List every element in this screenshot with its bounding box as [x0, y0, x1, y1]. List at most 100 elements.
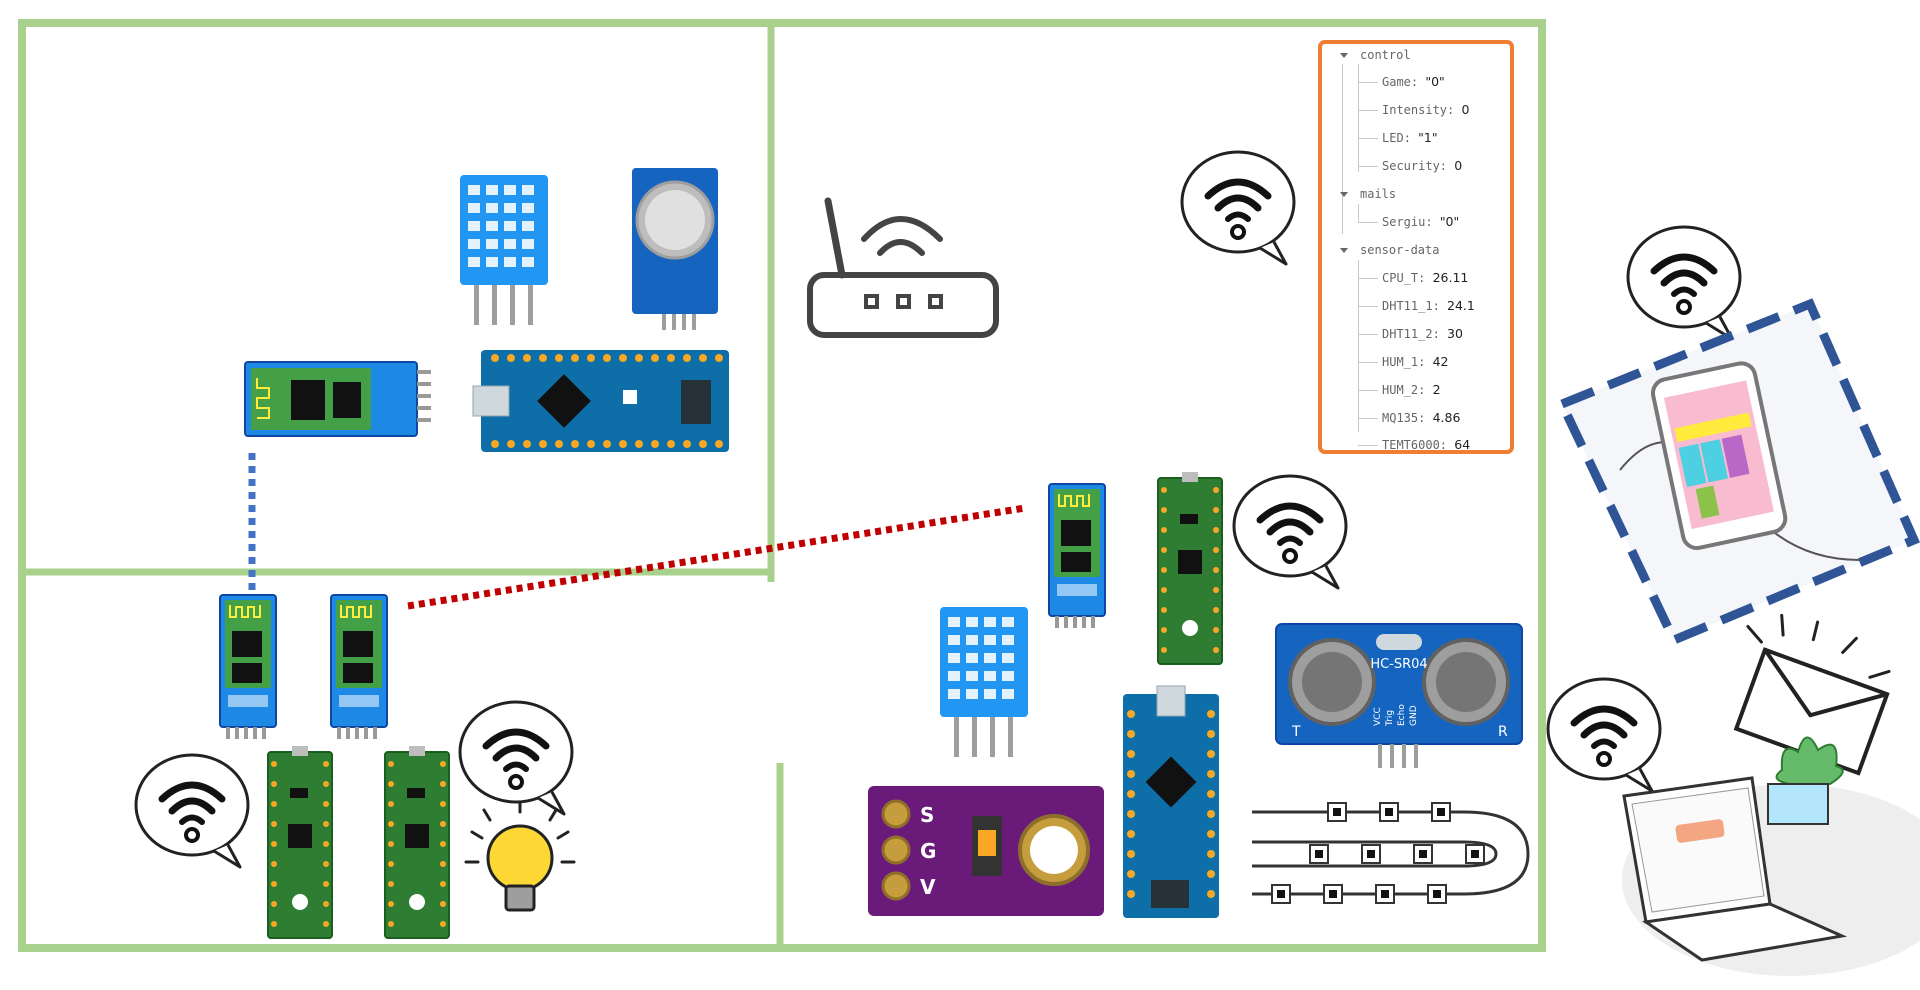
dht11-sensor — [460, 175, 548, 325]
led-strip — [1252, 802, 1530, 904]
ultrasonic-t-label: T — [1291, 724, 1301, 740]
remote-bluetooth-link — [407, 504, 1026, 610]
light-pin-s: S — [920, 803, 934, 827]
tree-key: DHT11_1 — [1382, 299, 1433, 313]
tree-key: Sergiu — [1382, 215, 1426, 229]
wifi-speech-icon — [136, 755, 248, 867]
tree-key: Game — [1382, 75, 1411, 89]
wifi-speech-icon — [1182, 152, 1294, 264]
tree-key: Security — [1382, 159, 1440, 173]
tree-leaf[interactable]: MQ135: 4.86 — [1382, 410, 1461, 426]
tree-key: CPU_T — [1382, 271, 1419, 285]
succulent-plant — [1767, 736, 1844, 825]
tree-value: 26.11 — [1432, 270, 1469, 285]
arduino-nano-vertical — [1123, 685, 1219, 918]
hc05-bluetooth-module — [219, 594, 277, 740]
tree-value: "1" — [1418, 130, 1438, 145]
wifi-speech-icon — [460, 702, 572, 814]
tree-key: mails — [1360, 187, 1397, 201]
hc-sr04-ultrasonic-sensor: HC-SR04 T R VCC Trig Echo GND — [1275, 623, 1523, 768]
firebase-data-tree: control Game: "0" Intensity: 0 LED: "1" … — [1318, 40, 1514, 454]
tree-guide — [1358, 138, 1378, 139]
tree-guide — [1358, 82, 1378, 83]
hc05-bluetooth-module — [330, 594, 388, 740]
temt6000-light-sensor: S G V — [868, 786, 1104, 916]
tree-guide — [1342, 64, 1343, 234]
tree-key: TEMT6000 — [1382, 438, 1440, 452]
wifi-speech-icon — [1628, 227, 1740, 339]
light-pin-g: G — [920, 839, 936, 863]
ultrasonic-r-label: R — [1498, 724, 1508, 740]
laptop-icon — [1622, 736, 1920, 976]
tree-leaf[interactable]: Game: "0" — [1382, 74, 1445, 90]
tree-value: 4.86 — [1432, 410, 1461, 425]
tree-guide — [1358, 278, 1378, 279]
dht11-sensor — [940, 607, 1028, 757]
tree-key: sensor-data — [1360, 243, 1440, 257]
raspberry-pi-pico — [267, 745, 333, 939]
tree-guide — [1358, 334, 1378, 335]
raspberry-pi-pico — [1157, 471, 1223, 665]
tree-guide — [1358, 260, 1359, 432]
tree-guide — [1358, 204, 1359, 222]
tree-leaf[interactable]: DHT11_1: 24.1 — [1382, 298, 1475, 314]
tree-leaf[interactable]: HUM_1: 42 — [1382, 354, 1449, 370]
tree-group-sensor-data[interactable]: sensor-data — [1340, 243, 1439, 257]
tree-guide — [1358, 166, 1378, 167]
lightbulb-icon — [464, 800, 576, 912]
tree-guide — [1358, 390, 1378, 391]
tree-leaf[interactable]: Sergiu: "0" — [1382, 214, 1460, 230]
tree-key: HUM_2 — [1382, 383, 1419, 397]
tree-group-control[interactable]: control — [1340, 48, 1411, 62]
ultrasonic-pin-label: VCC — [1373, 707, 1383, 726]
expand-arrow-icon[interactable] — [1340, 192, 1348, 197]
hc05-bluetooth-module — [1048, 483, 1106, 629]
tree-leaf[interactable]: CPU_T: 26.11 — [1382, 270, 1469, 286]
tree-key: HUM_1 — [1382, 355, 1419, 369]
wifi-speech-icon — [1548, 679, 1660, 791]
ultrasonic-pin-label: Trig — [1385, 710, 1395, 727]
hc05-bluetooth-module-horizontal — [244, 361, 431, 437]
tree-guide — [1358, 445, 1378, 446]
tree-leaf[interactable]: DHT11_2: 30 — [1382, 326, 1463, 342]
tree-leaf[interactable]: LED: "1" — [1382, 130, 1438, 146]
ultrasonic-pin-label: GND — [1409, 705, 1419, 726]
tree-value: 0 — [1461, 102, 1470, 117]
tree-value: "0" — [1425, 74, 1445, 89]
tree-guide — [1358, 418, 1378, 419]
tree-guide — [1358, 222, 1378, 223]
tree-key: control — [1360, 48, 1411, 62]
expand-arrow-icon[interactable] — [1340, 248, 1348, 253]
tree-value: 0 — [1454, 158, 1463, 173]
tree-guide — [1358, 110, 1378, 111]
phone-in-hand-icon — [1555, 298, 1920, 646]
mq135-gas-sensor — [632, 168, 718, 330]
tree-value: 42 — [1432, 354, 1449, 369]
tree-value: 2 — [1432, 382, 1441, 397]
tree-leaf[interactable]: TEMT6000: 64 — [1382, 437, 1471, 453]
ultrasonic-pin-label: Echo — [1397, 704, 1407, 726]
tree-guide — [1358, 362, 1378, 363]
tree-value: 30 — [1447, 326, 1463, 341]
expand-arrow-icon[interactable] — [1340, 53, 1348, 58]
tree-key: LED — [1382, 131, 1404, 145]
tree-guide — [1358, 306, 1378, 307]
tree-key: Intensity — [1382, 103, 1448, 117]
tree-group-mails[interactable]: mails — [1340, 187, 1396, 201]
arduino-nano — [472, 350, 729, 452]
raspberry-pi-pico — [384, 745, 450, 939]
router-icon — [807, 197, 999, 338]
tree-leaf[interactable]: Security: 0 — [1382, 158, 1463, 174]
tree-key: DHT11_2 — [1382, 327, 1433, 341]
tree-guide — [1358, 64, 1359, 172]
tree-value: 24.1 — [1447, 298, 1475, 313]
ultrasonic-model-label: HC-SR04 — [1370, 657, 1427, 672]
tree-leaf[interactable]: Intensity: 0 — [1382, 102, 1470, 118]
tree-key: MQ135 — [1382, 411, 1419, 425]
tree-leaf[interactable]: HUM_2: 2 — [1382, 382, 1441, 398]
tree-value: 64 — [1454, 437, 1471, 452]
light-pin-v: V — [920, 875, 936, 899]
floor-plan — [18, 19, 1546, 952]
house-outline — [18, 19, 1546, 952]
tree-value: "0" — [1439, 214, 1460, 229]
